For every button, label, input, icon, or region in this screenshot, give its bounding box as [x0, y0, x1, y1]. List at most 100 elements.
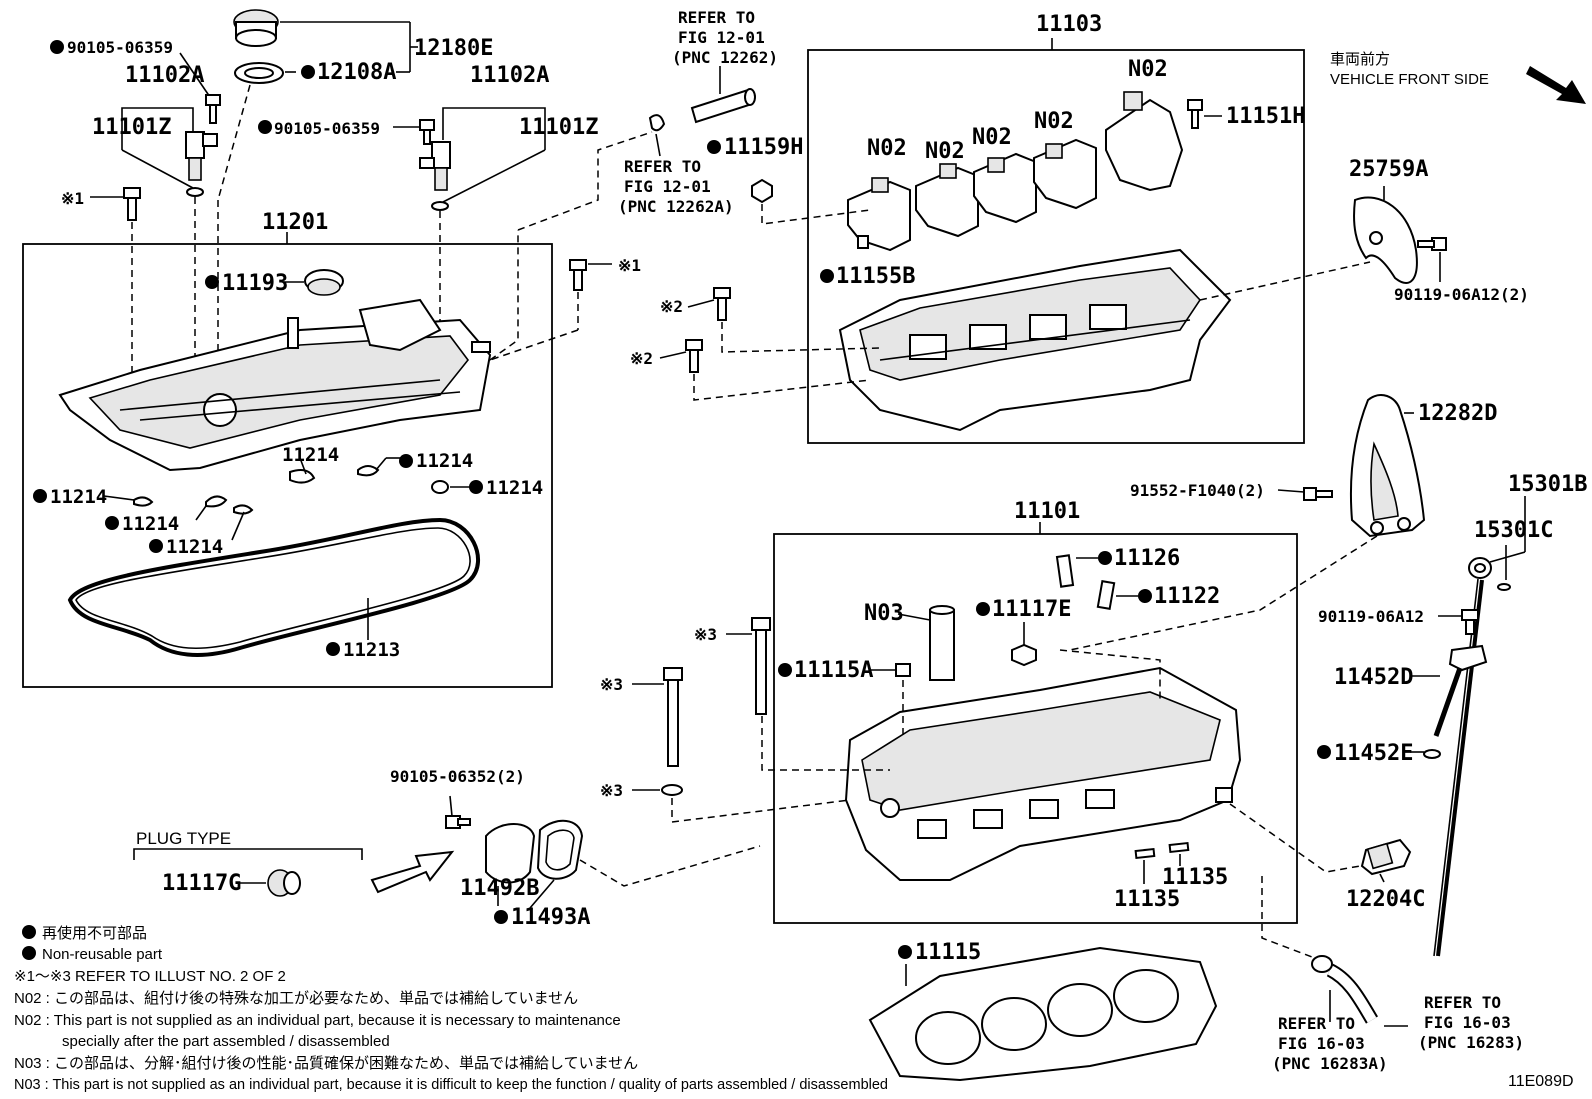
oil-filler-cap-icon: [233, 9, 279, 47]
label-25759A: 25759A: [1349, 157, 1428, 182]
cylinder-head-gasket-icon: [868, 946, 1218, 1082]
vehicle-front-en: VEHICLE FRONT SIDE: [1330, 71, 1489, 88]
label-ref2: ※2: [660, 297, 683, 316]
label-N02: N02: [1034, 109, 1074, 134]
label-N02: N02: [925, 139, 965, 164]
label-11213: 11213: [343, 639, 400, 661]
wire-clamp-icon: [431, 480, 470, 494]
o-ring-icon: [186, 187, 204, 197]
svg-text:REFER TO: REFER TO: [624, 157, 701, 176]
knock-pin-icon: [1055, 554, 1075, 588]
nut-icon: [751, 178, 773, 204]
bolt-icon: [419, 119, 435, 145]
dowel-pin-icon: [857, 235, 869, 249]
head-cover-gasket-icon: [67, 517, 481, 657]
svg-text:FIG 16-03: FIG 16-03: [1424, 1013, 1511, 1032]
legend-n02-jp: N02 : この部品は、組付け後の特殊な加工が必要なため、単品では補給していませ…: [14, 990, 578, 1007]
label-ref2: ※2: [630, 349, 653, 368]
cylinder-head-group-box: [773, 533, 1298, 924]
cylinder-head-icon: [844, 666, 1242, 881]
legend-n02-en-1: N02 : This part is not supplied as an in…: [14, 1012, 621, 1029]
seal-icon: [1168, 841, 1190, 854]
label-N02: N02: [972, 125, 1012, 150]
refer-block-16283: REFER TO FIG 16-03 (PNC 16283): [1418, 993, 1524, 1052]
wire-clamp-icon: [103, 495, 154, 507]
label-11117G: 11117G: [162, 871, 241, 896]
label-11101: 11101: [1014, 499, 1080, 524]
bolt-icon: [713, 287, 731, 321]
oil-level-gauge-guide-icon: [1433, 644, 1488, 737]
svg-text:FIG 12-01: FIG 12-01: [624, 177, 711, 196]
knock-pin-icon: [1096, 579, 1116, 611]
o-ring-icon: [1497, 583, 1511, 591]
bolt-icon: [445, 815, 471, 829]
svg-text:(PNC 12262): (PNC 12262): [672, 48, 778, 67]
label-11135: 11135: [1114, 887, 1180, 912]
legend-nonreusable-jp: 再使用不可部品: [42, 925, 147, 942]
label-11214: 11214: [166, 536, 223, 558]
label-ref1: ※1: [61, 189, 84, 208]
bolt-icon: [123, 187, 141, 221]
arrow-right-icon: [370, 850, 455, 894]
cover-plate-gasket-icon: [536, 820, 584, 880]
camshaft-bearing-cap-icon: [915, 163, 979, 238]
label-90119-06A12-2: 90119-06A12(2): [1394, 285, 1529, 304]
label-12204C: 12204C: [1346, 887, 1425, 912]
svg-text:(PNC 16283A): (PNC 16283A): [1272, 1054, 1388, 1073]
label-11126: 11126: [1114, 546, 1180, 571]
plug-icon: [267, 869, 301, 897]
label-11452E: 11452E: [1334, 741, 1413, 766]
diagram-code: 11E089D: [1508, 1073, 1574, 1090]
label-11214: 11214: [416, 450, 473, 472]
oil-cap-seal-icon: [304, 269, 344, 296]
legend-nonreusable-en: Non-reusable part: [42, 946, 163, 963]
label-12180E: 12180E: [414, 36, 493, 61]
label-11103: 11103: [1036, 12, 1102, 37]
bolt-icon: [1417, 237, 1447, 251]
label-11155B: 11155B: [836, 264, 915, 289]
label-11201: 11201: [262, 210, 328, 235]
camshaft-housing-group-box: [807, 49, 1305, 444]
head-bolt-icon: [663, 667, 683, 767]
svg-text:REFER TO: REFER TO: [678, 8, 755, 27]
label-11214: 11214: [486, 477, 543, 499]
bolt-icon: [1303, 487, 1333, 501]
legend-n03-jp: N03 : この部品は、分解･組付け後の性能･品質確保が困難なため、単品では補給…: [14, 1054, 638, 1072]
cover-plate-icon: [485, 823, 536, 884]
legend-n02-en-2: specially after the part assembled / dis…: [62, 1033, 390, 1050]
label-90105-06352-2: 90105-06352(2): [390, 767, 525, 786]
label-11214: 11214: [282, 444, 339, 466]
oil-level-gauge-icon: [1433, 557, 1492, 957]
wire-clamp-icon: [195, 495, 228, 521]
oil-pressure-switch-icon: [1360, 838, 1412, 876]
svg-text:REFER TO: REFER TO: [1424, 993, 1501, 1012]
bracket-icon: [1353, 196, 1418, 284]
label-12282D: 12282D: [1418, 401, 1497, 426]
label-N02: N02: [867, 136, 907, 161]
seal-icon: [1134, 847, 1156, 860]
label-N02: N02: [1128, 57, 1168, 82]
o-ring-icon: [431, 201, 449, 211]
label-11101Z: 11101Z: [519, 115, 598, 140]
label-ref3: ※3: [600, 675, 623, 694]
legend-refer-note: ※1～※3 REFER TO ILLUST NO. 2 OF 2: [14, 968, 286, 985]
svg-text:(PNC 16283): (PNC 16283): [1418, 1033, 1524, 1052]
camshaft-bearing-cap-icon: [1105, 91, 1184, 192]
washer-icon: [661, 784, 683, 796]
bolt-icon: [205, 94, 221, 124]
dowel-pin-icon: [895, 663, 911, 677]
nonreusable-markers: [33, 40, 1331, 959]
bolt-icon: [569, 259, 587, 291]
label-11193: 11193: [222, 271, 288, 296]
refer-block-16283A: REFER TO FIG 16-03 (PNC 16283A): [1272, 1014, 1388, 1073]
label-12108A: 12108A: [317, 60, 396, 85]
label-11102A: 11102A: [470, 63, 549, 88]
svg-text:REFER TO: REFER TO: [1278, 1014, 1355, 1033]
cylinder-head-cover-icon: [58, 298, 492, 472]
engine-hanger-bracket-icon: [1349, 394, 1426, 538]
label-15301C: 15301C: [1474, 518, 1553, 543]
refer-block-12262A: REFER TO FIG 12-01 (PNC 12262A): [618, 157, 734, 216]
camshaft-housing-icon: [838, 248, 1232, 432]
cam-position-sensor-icon: [419, 141, 451, 191]
